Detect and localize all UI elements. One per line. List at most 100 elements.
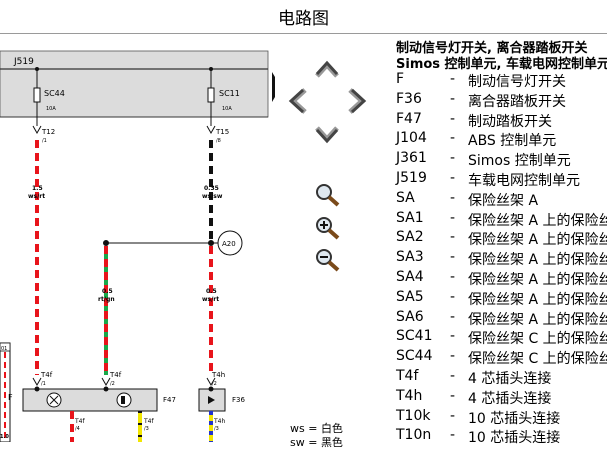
zoom-in-icon[interactable] [314,215,342,241]
switch-f47-box [22,388,158,412]
zoom-out-icon[interactable] [314,247,342,273]
legend-dash: - [450,427,456,444]
legend-code: SA4 [396,269,424,285]
fuse-2-body [207,87,215,103]
window-title: 电路图 [278,9,329,29]
legend-description: 车载电网控制单元 [468,173,580,189]
arrow-down-icon[interactable] [315,126,339,144]
legend-description: 保险丝架 A [468,192,539,209]
legend-code: SA6 [396,308,424,325]
connector-t15-pin: /8 [216,138,221,144]
connector-t4f-2: T4f [109,371,122,379]
legend-description: 保险丝架 A 上的保险丝 [468,272,607,288]
legend-code: F [396,71,405,87]
legend-description: ABS 控制单元 [468,133,557,150]
legend-description: 4 芯插头连接 [468,390,552,407]
fuse-1-rating: 10A [46,106,56,112]
node-a20-circle [217,230,243,256]
relay-box [0,50,269,118]
legend-description: 保险丝架 A 上的保险丝 [468,232,607,249]
legend-dash: - [450,368,456,384]
fuse-2-node [209,67,213,71]
arrow-up-icon[interactable] [315,60,339,78]
circuit-diagram: J519 SC44 10A SC11 10A T12 /1 T15 /8 1.5… [0,50,275,442]
legend-code: T4h [396,387,423,404]
connector-t4f-3: T4f [143,418,154,425]
junction-right [208,240,214,246]
arrow-right-icon[interactable] [347,88,367,114]
connector-t4f-4-pin: /4 [75,426,80,432]
legend-description: 保险丝架 A 上的保险丝 [468,212,607,229]
connector-t15: T15 [215,128,229,136]
component-f-label: F [8,393,13,402]
legend-dash: - [450,249,456,266]
legend-dash: - [450,170,456,186]
connector-t15-arrow [206,125,216,135]
switch-f47-symbol-right-mark [121,396,125,404]
legend-description: 保险丝架 C 上的保险丝 [468,331,607,348]
legend-description: 保险丝架 A 上的保险丝 [468,291,607,308]
connector-t4f-4: T4f [74,418,85,425]
connector-t4f-2-arrow [101,377,111,387]
legend-dash: - [450,288,456,305]
arrow-left-icon[interactable] [288,88,308,114]
legend-code: F47 [396,110,422,127]
switch-f36-label: F36 [232,396,245,404]
legend-code: J104 [396,130,427,147]
connector-t4h-2-arrow [206,377,216,387]
legend-description: Simos 控制单元 [468,153,571,170]
wire-4-gauge: 0.5 [206,288,217,295]
legend-dash: - [450,110,456,127]
wire-2-color: ws/sw [202,193,223,200]
node-a20: A20 [222,240,236,248]
wire-4-color: ws/rt [202,296,219,303]
wire-1-gauge: 1.5 [32,185,43,192]
legend-heading-1: 制动信号灯开关, 离合器踏板开关 [396,41,588,56]
legend-dash: - [450,229,456,246]
legend-code: SA5 [396,288,424,305]
component-f-tag [0,342,11,352]
wire-1-color: ws/rt [28,193,45,200]
legend-dash: - [450,90,456,107]
legend-dash: - [450,407,456,424]
wire-key-ws: ws = 白色 [290,422,343,435]
component-f-tag-text: 01 [1,346,7,352]
legend-dash: - [450,308,456,325]
connector-t4f-1: T4f [40,371,53,379]
component-f-bottom: 1.0 [0,434,9,440]
connector-t12: T12 [41,128,55,136]
legend-description: 保险丝架 A 上的保险丝 [468,252,607,269]
legend-description: 保险丝架 A 上的保险丝 [468,311,607,328]
fuse-2-rating: 10A [222,106,232,112]
connector-t4h-2: T4h [211,371,225,379]
connector-t12-pin: /1 [42,138,47,144]
legend-dash: - [450,387,456,404]
legend-description: 10 芯插头连接 [468,430,561,447]
legend-code: SC41 [396,328,433,345]
connector-t4h-3-pin: /3 [214,426,219,432]
wire-2-gauge: 0.35 [204,185,219,192]
fuse-1-body [33,87,41,103]
fuse-2-id: SC11 [219,89,240,98]
legend-code: J361 [396,150,427,167]
title-divider [0,33,607,34]
legend-dash: - [450,269,456,285]
connector-t12-arrow [32,125,42,135]
legend-code: SA [396,189,415,206]
legend-description: 制动踏板开关 [468,113,552,130]
legend-description: 4 芯插头连接 [468,371,552,387]
legend-code: T10n [396,427,432,444]
legend-code: T4f [396,368,419,384]
fuse-1-id: SC44 [44,89,65,98]
legend-code: SA2 [396,229,424,246]
zoom-icon[interactable] [314,182,342,208]
legend-dash: - [450,71,456,87]
legend-code: T10k [396,407,431,424]
legend-dash: - [450,130,456,147]
switch-f47-pin-1 [34,386,40,392]
legend-code: J519 [396,170,427,186]
legend-dash: - [450,209,456,226]
legend-code: SA3 [396,249,424,266]
switch-f36-symbol [208,396,215,404]
legend-description: 10 芯插头连接 [468,410,561,427]
